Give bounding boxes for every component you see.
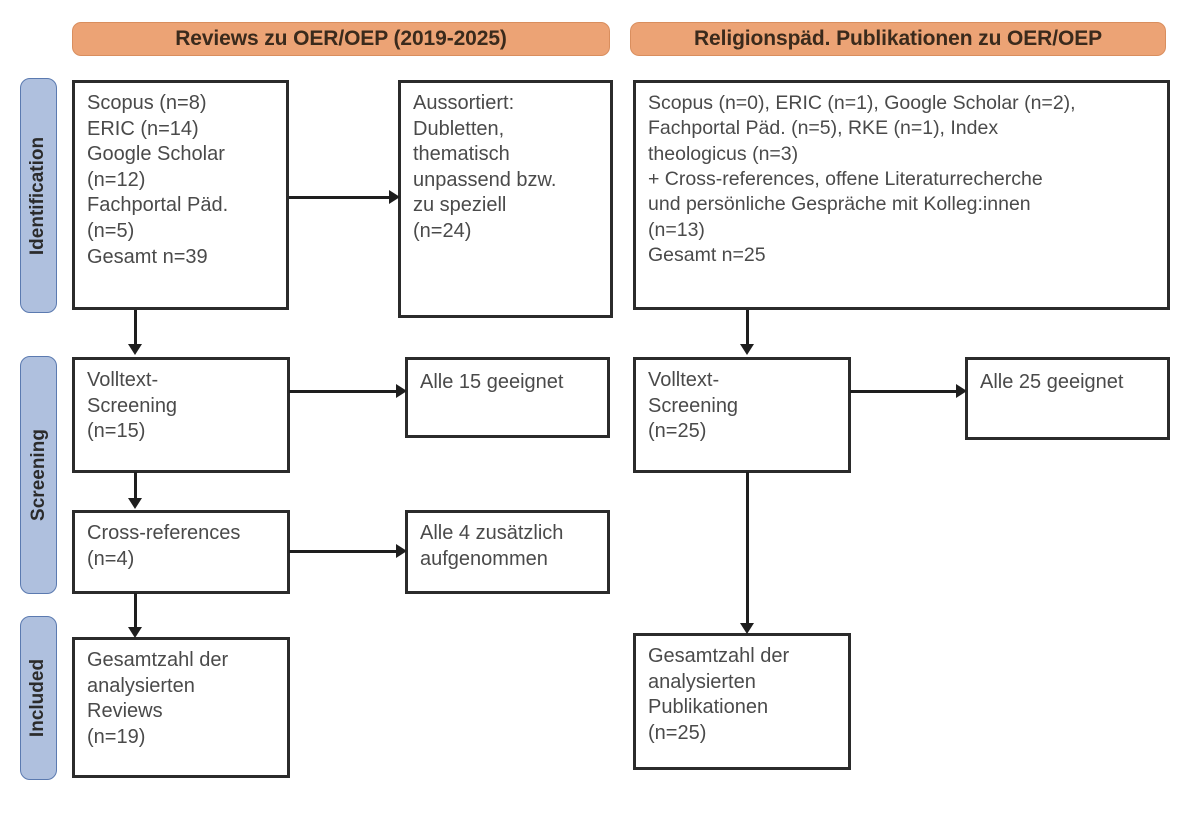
- box-left-excluded: Aussortiert: Dubletten, thematisch unpas…: [398, 80, 613, 318]
- box-left-crossreferences: Cross-references (n=4): [72, 510, 290, 594]
- arrowhead-right-fulltext-to-included: [740, 623, 754, 634]
- connector-right-fulltext-to-included: [746, 472, 749, 627]
- column-header-reviews: Reviews zu OER/OEP (2019-2025): [72, 22, 610, 56]
- box-left-sources: Scopus (n=8) ERIC (n=14) Google Scholar …: [72, 80, 289, 310]
- connector-left-sources-to-fulltext: [134, 310, 137, 346]
- arrowhead-left-fulltext-to-crossrefs: [128, 498, 142, 509]
- column-header-religionspaed-label: Religionspäd. Publikationen zu OER/OEP: [693, 27, 1103, 50]
- stage-pill-included: Included: [20, 616, 57, 780]
- arrowhead-left-crossrefs-to-included: [128, 627, 142, 638]
- connector-left-fulltext-to-crossrefs: [134, 472, 137, 500]
- box-right-fulltext-result: Alle 25 geeignet: [965, 357, 1170, 440]
- column-header-reviews-label: Reviews zu OER/OEP (2019-2025): [175, 27, 507, 50]
- box-left-crossreferences-result: Alle 4 zusätzlich aufgenommen: [405, 510, 610, 594]
- box-right-sources: Scopus (n=0), ERIC (n=1), Google Scholar…: [633, 80, 1170, 310]
- connector-right-sources-to-fulltext: [746, 310, 749, 346]
- box-left-fulltext-result: Alle 15 geeignet: [405, 357, 610, 438]
- arrowhead-left-sources-to-excluded: [389, 190, 400, 204]
- connector-left-sources-to-excluded: [289, 196, 396, 199]
- box-right-included: Gesamtzahl der analysierten Publikatione…: [633, 633, 851, 770]
- arrowhead-left-crossrefs-to-result: [396, 544, 407, 558]
- arrowhead-right-fulltext-to-result: [956, 384, 967, 398]
- connector-left-crossrefs-to-included: [134, 593, 137, 631]
- arrowhead-right-sources-to-fulltext: [740, 344, 754, 355]
- connector-left-fulltext-to-result: [289, 390, 403, 393]
- stage-pill-identification: Identification: [20, 78, 57, 313]
- connector-left-crossrefs-to-result: [289, 550, 403, 553]
- stage-label-identification: Identification: [27, 136, 49, 255]
- arrowhead-left-sources-to-fulltext: [128, 344, 142, 355]
- box-left-fulltext-screening: Volltext- Screening (n=15): [72, 357, 290, 473]
- stage-label-included: Included: [27, 658, 49, 738]
- arrowhead-left-fulltext-to-result: [396, 384, 407, 398]
- box-left-included: Gesamtzahl der analysierten Reviews (n=1…: [72, 637, 290, 778]
- stage-label-screening: Screening: [27, 429, 49, 521]
- stage-pill-screening: Screening: [20, 356, 57, 594]
- column-header-religionspaed: Religionspäd. Publikationen zu OER/OEP: [630, 22, 1166, 56]
- box-right-fulltext-screening: Volltext- Screening (n=25): [633, 357, 851, 473]
- connector-right-fulltext-to-result: [850, 390, 963, 393]
